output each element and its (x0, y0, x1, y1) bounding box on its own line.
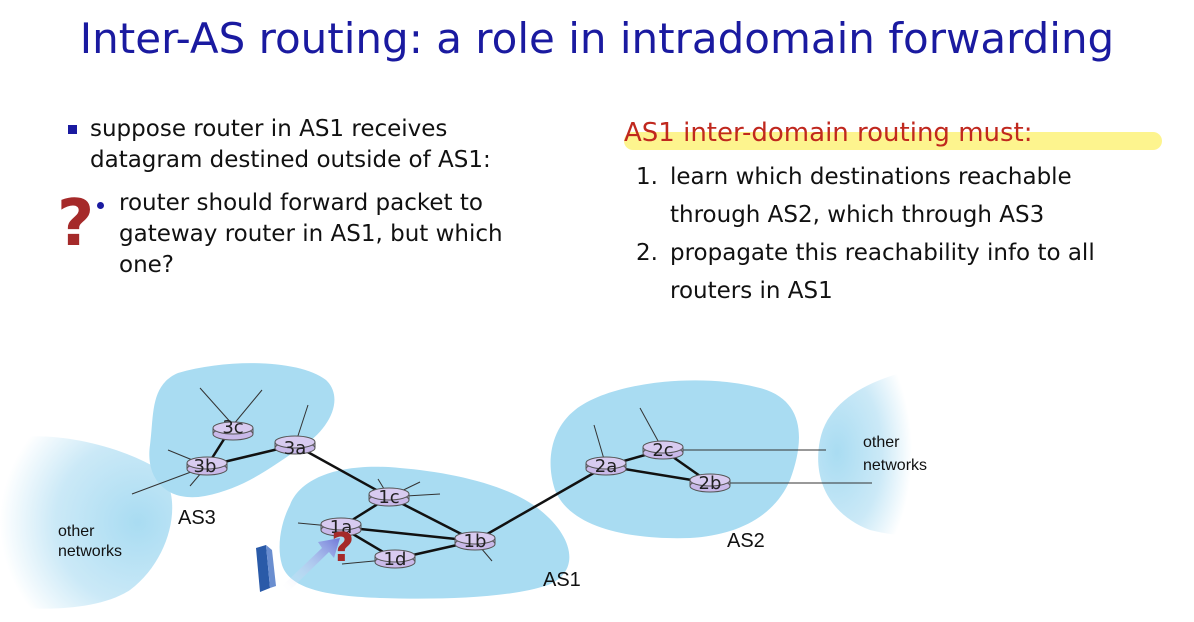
item-line: propagate this reachability info to all (670, 240, 1095, 266)
other-networks-left-label: networks (58, 543, 122, 560)
as1-label: AS1 (543, 569, 581, 591)
other-networks-right-label: networks (863, 457, 927, 474)
item-number: 2. (636, 240, 658, 266)
dot-bullet-icon (97, 202, 104, 209)
router-label: 2b (699, 473, 722, 494)
bullet-line: suppose router in AS1 receives (90, 116, 448, 142)
diagram-question-mark-icon: ? (331, 525, 354, 571)
router-1d: 1d (374, 549, 416, 570)
item-line: routers in AS1 (670, 278, 833, 304)
router-1c: 1c (368, 487, 410, 508)
bullet-suppose: suppose router in AS1 receives datagram … (66, 114, 606, 176)
other-networks-right-label: other (863, 434, 900, 451)
router-label: 1d (384, 549, 407, 570)
bullet-line: datagram destined outside of AS1: (90, 147, 491, 173)
router-2a: 2a (585, 456, 627, 477)
item-line: learn which destinations reachable (670, 164, 1072, 190)
router-3c: 3c (212, 417, 254, 441)
router-2c: 2c (642, 440, 684, 461)
item-line: through AS2, which through AS3 (670, 202, 1045, 228)
router-2b: 2b (689, 473, 731, 494)
as2-label: AS2 (727, 530, 765, 552)
router-label: 2c (652, 440, 673, 461)
highlight-marker (624, 132, 1162, 150)
bullet-router-should: router should forward packet to gateway … (66, 188, 606, 281)
square-bullet-icon (68, 125, 77, 134)
router-label: 2a (595, 456, 617, 477)
router-1a: 1a (320, 517, 362, 538)
other-networks-right-cloud (818, 370, 912, 535)
as3-label: AS3 (178, 507, 216, 529)
router-label: 3c (222, 417, 243, 438)
left-text-block: suppose router in AS1 receives datagram … (66, 114, 606, 281)
right-heading: AS1 inter-domain routing must: (624, 118, 1033, 148)
other-networks-left-label: other (58, 523, 95, 540)
host-device-icon (256, 545, 276, 592)
router-label: 1b (464, 531, 487, 552)
router-3a: 3a (274, 435, 316, 459)
question-mark-icon: ? (57, 187, 95, 261)
router-label: 1a (330, 517, 352, 538)
requirements-list: 1. learn which destinations reachable th… (636, 158, 1176, 310)
list-item: 2. propagate this reachability info to a… (636, 234, 1176, 310)
slide-title: Inter-AS routing: a role in intradomain … (79, 14, 1115, 63)
router-label: 3b (194, 456, 217, 477)
bullet-line: one? (119, 252, 175, 278)
packet-arrow-icon (282, 538, 340, 591)
router-label: 3a (284, 438, 306, 459)
other-networks-left-cloud (0, 436, 173, 609)
router-3b: 3b (186, 456, 228, 477)
router-label: 1c (378, 487, 399, 508)
as1-cloud (279, 466, 570, 599)
bullet-line: gateway router in AS1, but which (119, 221, 503, 247)
bullet-line: router should forward packet to (119, 190, 483, 216)
router-1b: 1b (454, 531, 496, 552)
list-item: 1. learn which destinations reachable th… (636, 158, 1176, 234)
item-number: 1. (636, 164, 658, 190)
